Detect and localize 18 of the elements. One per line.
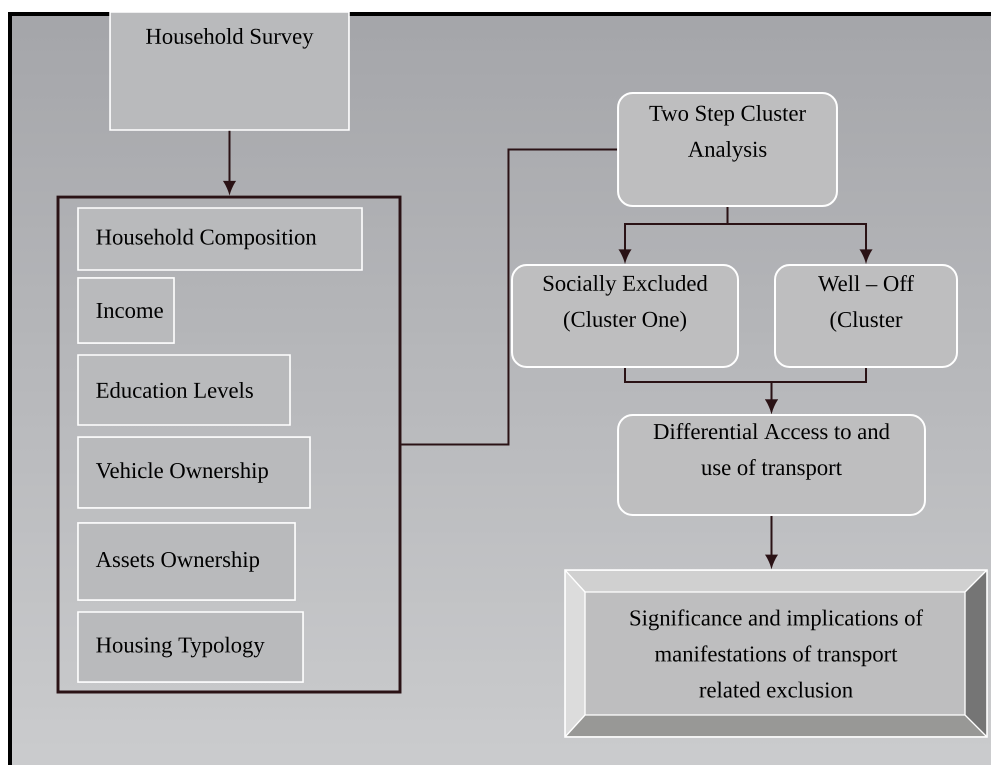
connector-line [401, 148, 618, 446]
rounded-box: Two Step Cluster Analysis [617, 92, 838, 208]
rounded-box: Well – Off (Cluster [774, 264, 958, 368]
text-box: Assets Ownership [77, 522, 296, 601]
text-box: Housing Typology [77, 611, 304, 683]
arrow [726, 207, 872, 262]
arrow [766, 516, 778, 567]
text-box: Vehicle Ownership [77, 436, 311, 509]
text-box: Income [77, 277, 175, 344]
group-frame [56, 196, 402, 694]
rounded-box: Differential Access to and use of transport [617, 414, 926, 516]
text-box: Education Levels [77, 354, 291, 426]
rounded-box: Socially Excluded (Cluster One) [511, 264, 739, 368]
bevel-box: Significance and implications of manifestations of transport related exclusion [564, 569, 988, 738]
arrow [224, 130, 236, 194]
arrow [766, 368, 867, 412]
text-box: Household Composition [77, 207, 363, 271]
text-box: Household Survey [109, 11, 350, 131]
